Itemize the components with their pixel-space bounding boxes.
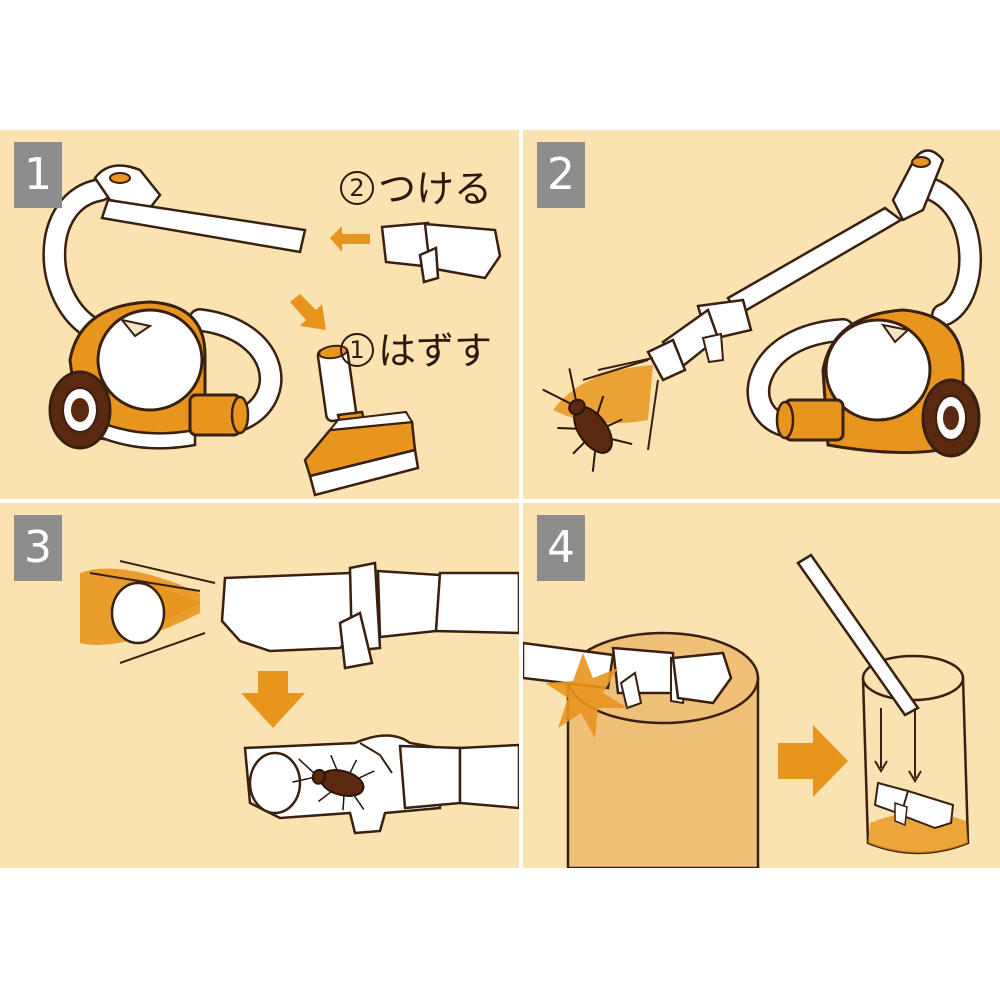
step-3-panel: 3 — [0, 503, 519, 868]
vacuum-pipe — [646, 149, 945, 382]
step-4-panel: 4 — [523, 503, 1000, 868]
impact-star — [545, 653, 628, 738]
step-2-illustration — [542, 149, 982, 472]
vacuum-pipe — [93, 164, 307, 254]
crevice-nozzle-icon — [523, 641, 733, 710]
crevice-nozzle-icon — [873, 781, 955, 830]
nozzle-with-cockroach — [243, 734, 519, 835]
vacuum-cleaner-icon — [775, 308, 981, 458]
cockroach-icon — [292, 754, 375, 811]
step-1-illustration — [42, 164, 502, 497]
vacuum-hose — [42, 178, 283, 432]
cockroach-icon — [542, 368, 633, 472]
arrow-icon — [330, 226, 370, 252]
crevice-nozzle-icon — [380, 221, 502, 284]
step-number-badge: 4 — [537, 515, 585, 581]
step-number-badge: 2 — [537, 142, 585, 208]
step-number-badge: 1 — [14, 142, 62, 208]
vacuum-hose — [746, 173, 982, 437]
arrow-icon — [290, 294, 326, 330]
arrow-icon — [241, 671, 305, 728]
arrow-icon — [778, 725, 848, 797]
stick — [796, 553, 920, 717]
crevice-nozzle-icon — [220, 561, 519, 670]
step-4-illustration — [523, 553, 970, 868]
step-2-panel: 2 — [523, 130, 1000, 499]
step-3-illustration — [80, 560, 519, 835]
arrow-icon — [874, 708, 922, 783]
vacuum-cleaner-icon — [48, 300, 250, 450]
floor-nozzle-icon — [303, 344, 420, 497]
step-number-badge: 3 — [14, 515, 62, 581]
suction-effect — [80, 560, 216, 664]
